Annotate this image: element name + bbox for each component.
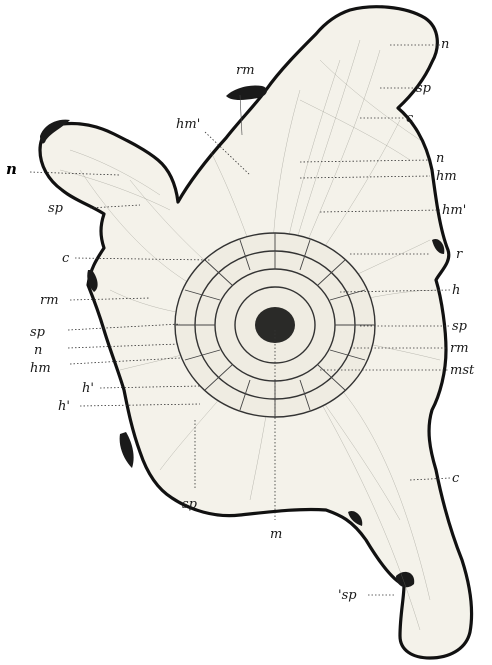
- label-n-top: n: [441, 37, 449, 52]
- label-m: m: [270, 527, 282, 542]
- label-hm-left: hm: [30, 361, 51, 376]
- label-rm-top: rm: [236, 63, 255, 78]
- label-sp-bottom: sp: [182, 497, 198, 512]
- label-sp-left: sp: [30, 325, 46, 340]
- label-sp-top: sp: [416, 81, 432, 96]
- label-n-left: n: [34, 343, 42, 358]
- label-c-top: c: [406, 111, 414, 126]
- label-h-prime-left-low: h': [58, 399, 70, 414]
- label-hm-prime-top: hm': [176, 117, 200, 132]
- label-mst: mst: [450, 363, 475, 378]
- label-h-prime-left: h': [82, 381, 94, 396]
- label-sp-right: sp: [452, 319, 468, 334]
- label-c-left: c: [62, 251, 70, 266]
- label-rm-right: rm: [450, 341, 469, 356]
- label-hm-prime-right: hm': [442, 203, 466, 218]
- label-sp-arm: sp: [48, 201, 64, 216]
- label-sp-bottom-right: 'sp: [338, 588, 357, 603]
- label-r: r: [456, 247, 463, 262]
- label-rm-left: rm: [40, 293, 59, 308]
- label-c-right: c: [452, 471, 460, 486]
- label-n-mid: n: [436, 151, 444, 166]
- label-n-arm: n: [6, 160, 17, 178]
- label-h-right: h: [452, 283, 460, 298]
- label-hm-mid: hm: [436, 169, 457, 184]
